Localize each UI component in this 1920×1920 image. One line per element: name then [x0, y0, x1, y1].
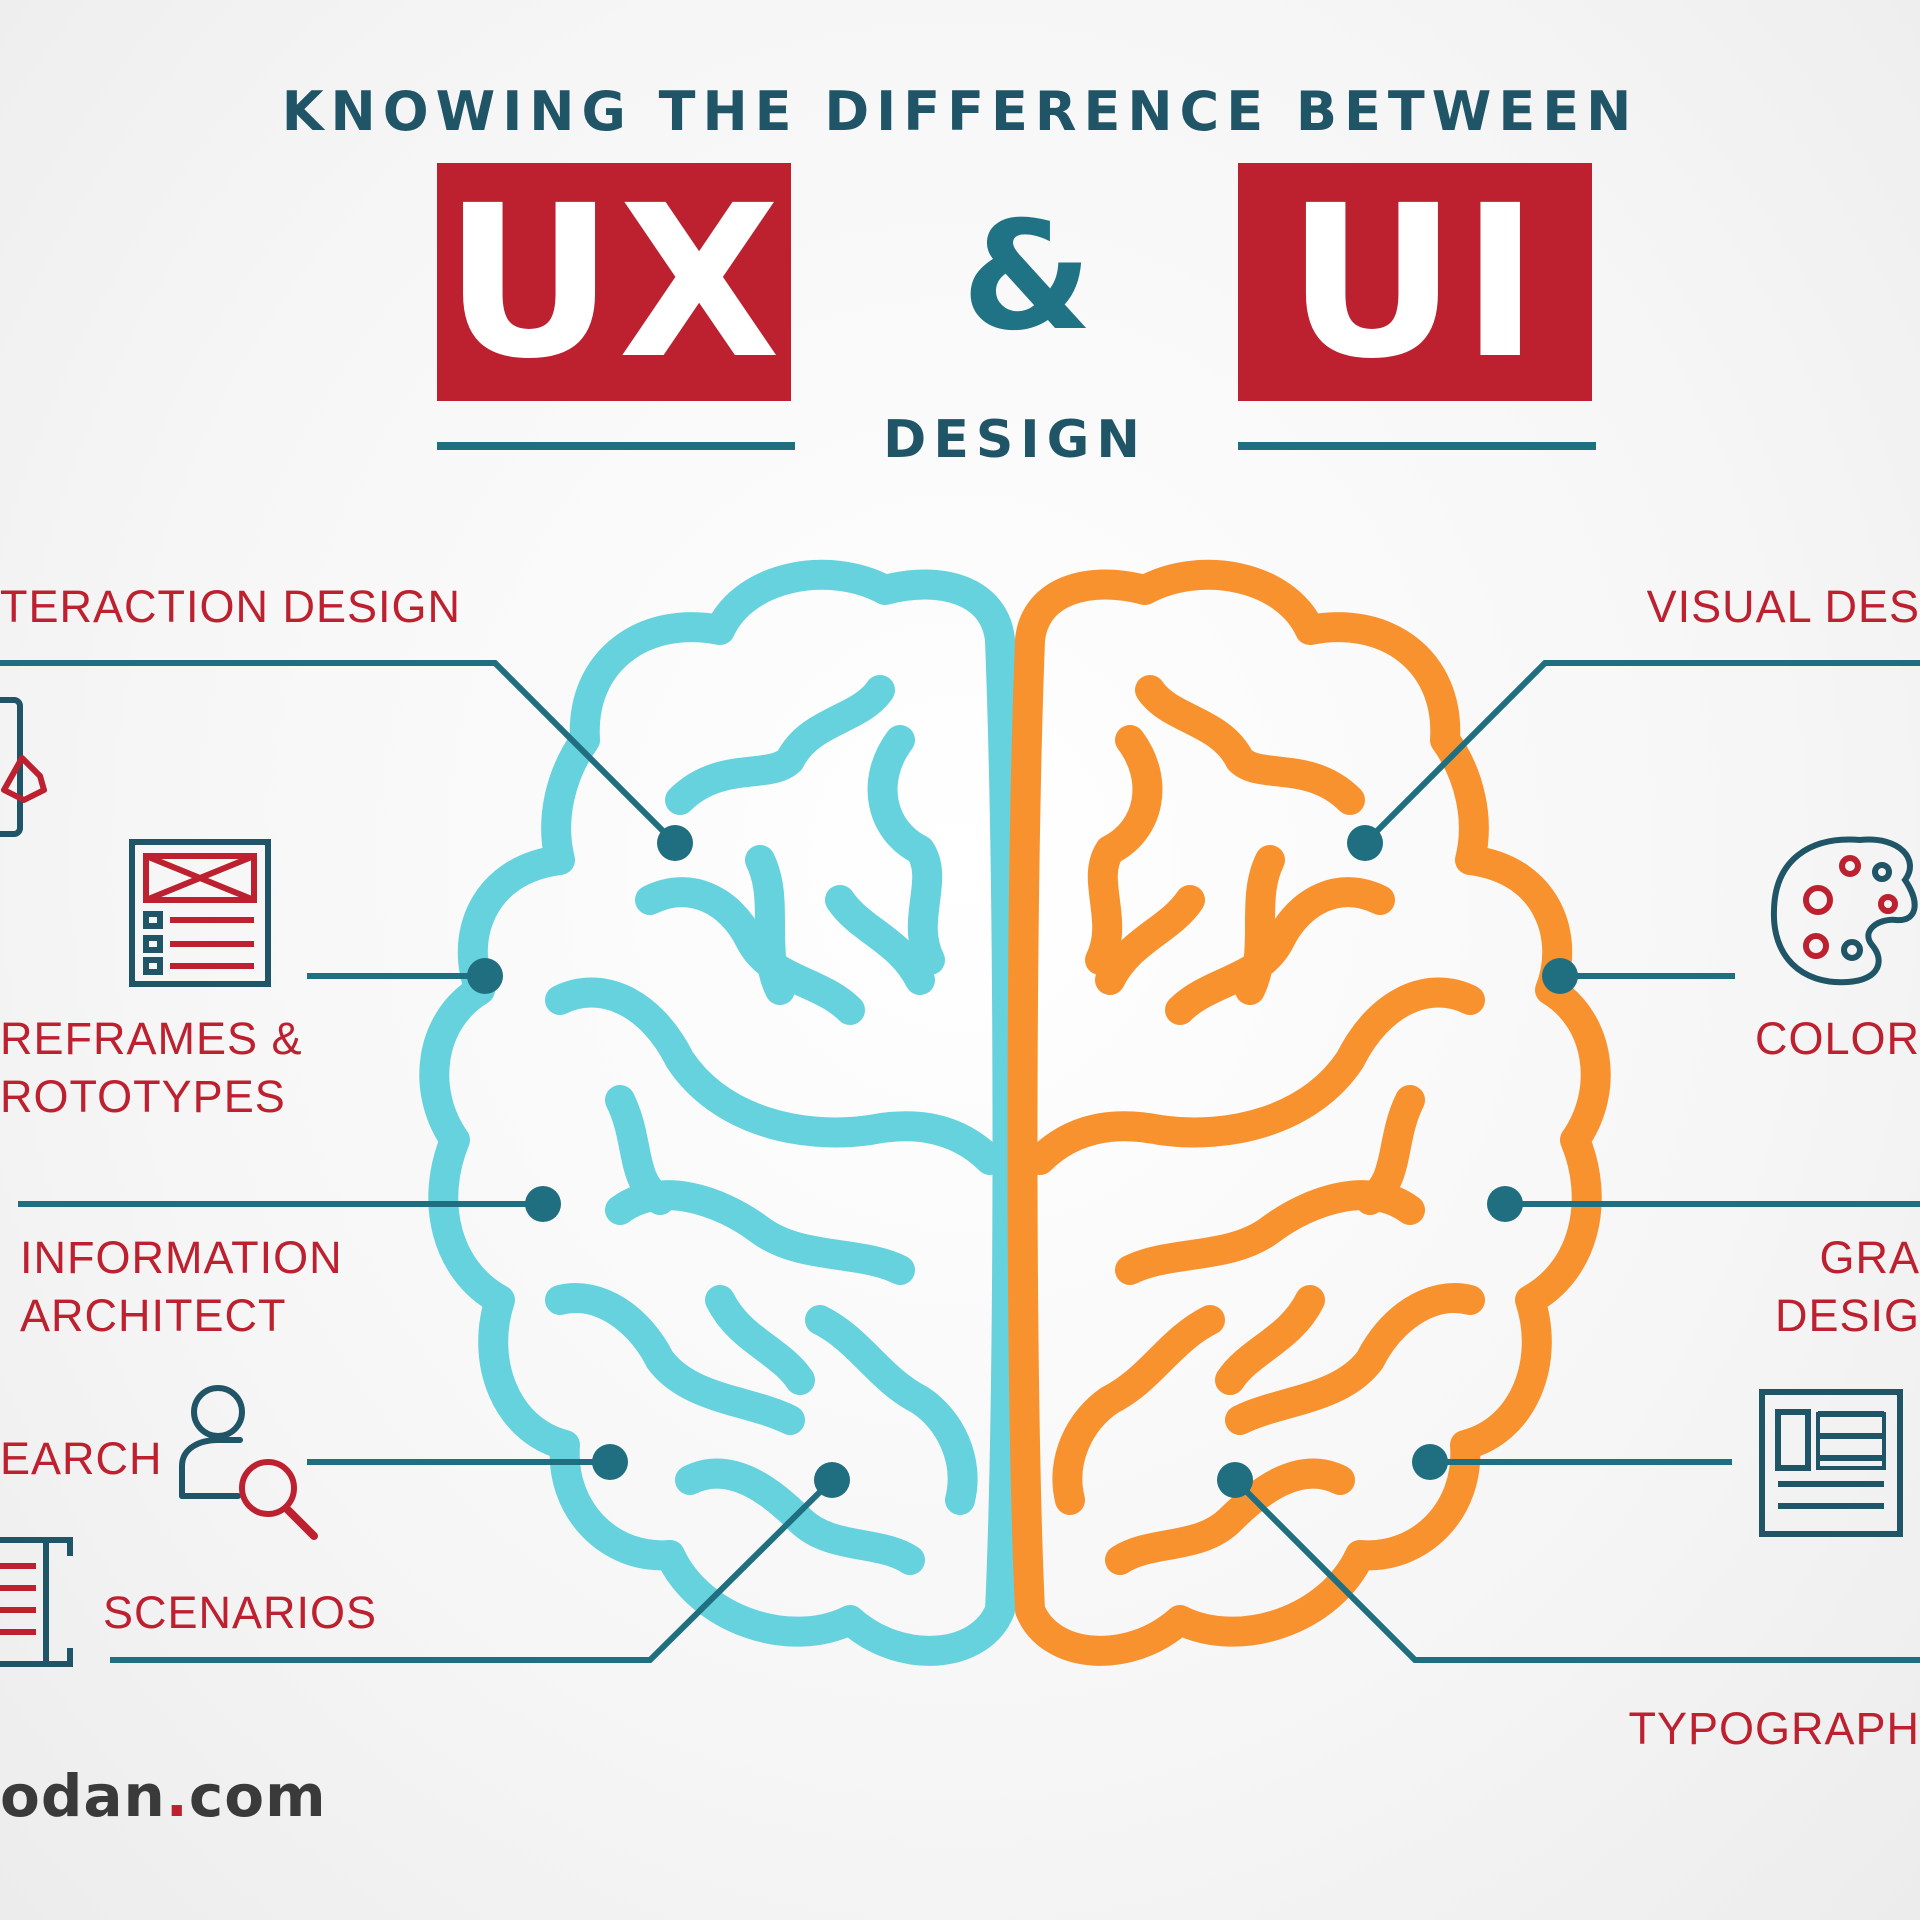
node-graphic: [1487, 1186, 1523, 1222]
header-kicker: KNOWING THE DIFFERENCE BETWEEN: [281, 80, 1639, 143]
user-search-icon: [179, 1385, 318, 1540]
label-interaction-design: TERACTION DESIGN: [0, 581, 462, 632]
wireframe-icon: [129, 839, 271, 987]
scenario-scroll-icon: [0, 1537, 73, 1667]
node-color: [1542, 958, 1578, 994]
label-research: EARCH: [0, 1433, 163, 1484]
node-information: [525, 1186, 561, 1222]
connector-typography: [1232, 1477, 1920, 1663]
ui-box: UI: [1238, 160, 1592, 405]
label-graphic-line2: DESIG: [1774, 1290, 1920, 1341]
ui-brain: [1007, 559, 1611, 1666]
node-scenarios: [814, 1462, 850, 1498]
connector-scenarios: [110, 1477, 835, 1663]
label-visual-design: VISUAL DES: [1646, 581, 1920, 632]
left-rule: [437, 442, 795, 450]
label-wireframes-line2: ROTOTYPES: [0, 1071, 286, 1122]
palette-icon: [1770, 836, 1918, 986]
node-wireframes: [467, 958, 503, 994]
label-wireframes-line1: REFRAMES &: [0, 1013, 303, 1064]
ampersand: &: [961, 190, 1093, 364]
ux-nodes: [467, 825, 850, 1498]
node-interaction: [657, 825, 693, 861]
brand-dot: .: [165, 1762, 189, 1830]
connector-visual: [1362, 660, 1920, 846]
ux-connectors: [0, 660, 835, 1663]
ux-box: UX: [437, 160, 791, 405]
ui-connectors: [1232, 660, 1920, 1663]
tablet-touch-icon: [0, 697, 47, 837]
label-information-line2: ARCHITECT: [20, 1290, 287, 1341]
node-typography: [1217, 1462, 1253, 1498]
label-typography: TYPOGRAPH: [1628, 1703, 1920, 1754]
brand-logo[interactable]: odan.com: [0, 1762, 327, 1830]
brand-name: odan: [0, 1762, 166, 1830]
label-color: COLOR: [1754, 1013, 1920, 1064]
right-rule: [1238, 442, 1596, 450]
design-subtitle: DESIGN: [883, 410, 1147, 470]
node-research: [592, 1444, 628, 1480]
ux-brain: [419, 559, 1023, 1666]
node-visual: [1347, 825, 1383, 861]
label-scenarios: SCENARIOS: [103, 1587, 378, 1638]
label-information-line1: INFORMATION: [20, 1232, 343, 1283]
ux-title: UX: [443, 159, 785, 405]
ui-nodes: [1217, 825, 1578, 1498]
node-layout: [1412, 1444, 1448, 1480]
layout-icon: [1759, 1389, 1903, 1537]
brand-tld: com: [188, 1762, 327, 1830]
connector-interaction: [0, 660, 678, 846]
label-graphic-line1: GRA: [1819, 1232, 1920, 1283]
ui-title: UI: [1286, 159, 1544, 405]
